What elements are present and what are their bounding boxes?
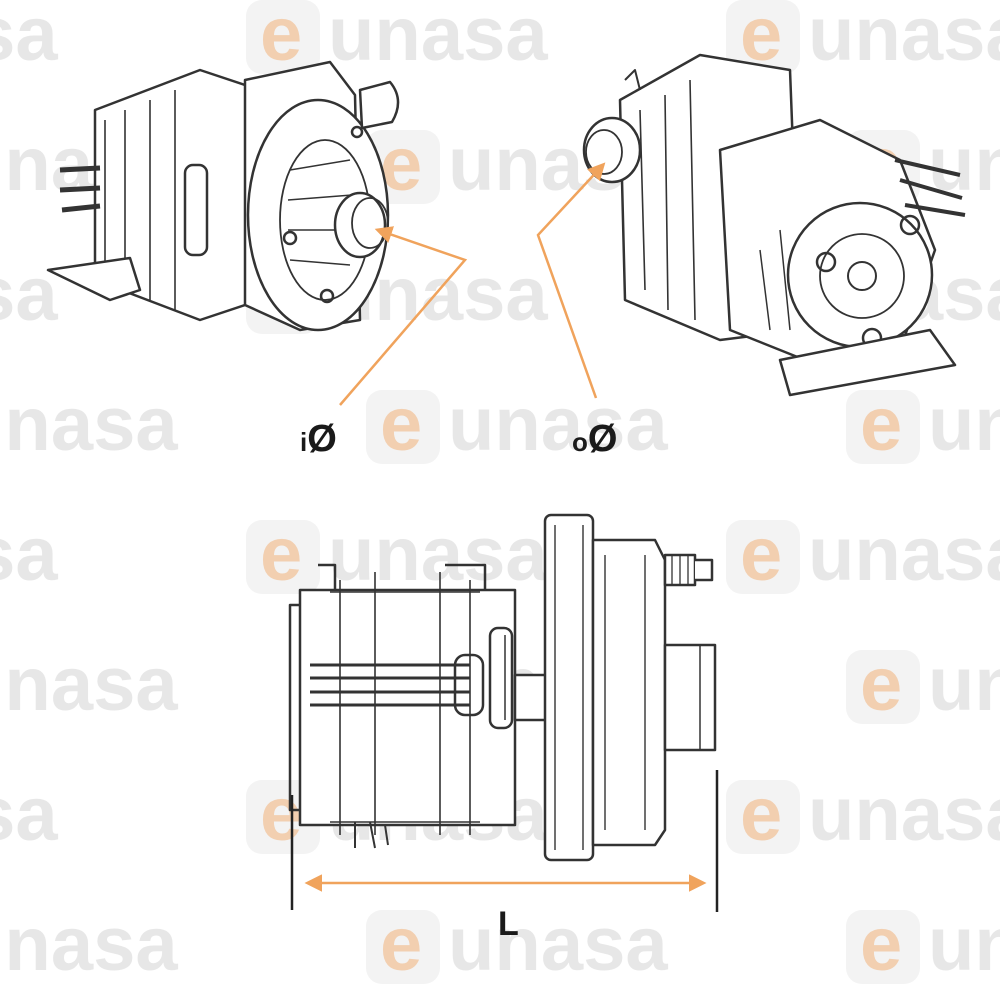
- svg-text:e: e: [860, 642, 902, 727]
- svg-text:e: e: [860, 382, 902, 467]
- svg-text:e: e: [260, 772, 302, 857]
- svg-text:e: e: [380, 382, 422, 467]
- svg-text:unasa: unasa: [808, 0, 1000, 77]
- svg-text:unasa: unasa: [0, 902, 178, 987]
- svg-text:unasa: unasa: [328, 512, 548, 597]
- svg-text:unasa: unasa: [928, 642, 1000, 727]
- callout-arrows: [339, 162, 606, 406]
- inlet-diameter-label: iØ: [300, 418, 337, 460]
- length-label: L: [498, 905, 519, 943]
- pump-inlet-view: [46, 60, 400, 332]
- svg-text:unasa: unasa: [328, 0, 548, 77]
- svg-text:unasa: unasa: [0, 642, 178, 727]
- svg-text:unasa: unasa: [0, 772, 58, 857]
- svg-text:e: e: [740, 512, 782, 597]
- svg-text:e: e: [260, 0, 302, 77]
- svg-text:unasa: unasa: [448, 382, 668, 467]
- svg-text:unasa: unasa: [928, 382, 1000, 467]
- svg-text:unasa: unasa: [808, 512, 1000, 597]
- svg-text:unasa: unasa: [0, 0, 58, 77]
- outlet-diameter-label: oØ: [572, 418, 618, 460]
- svg-text:e: e: [260, 512, 302, 597]
- svg-text:unasa: unasa: [928, 902, 1000, 987]
- outlet-callout: [536, 162, 606, 399]
- svg-text:e: e: [860, 902, 902, 987]
- svg-text:unasa: unasa: [0, 382, 178, 467]
- svg-text:unasa: unasa: [448, 902, 668, 987]
- svg-text:unasa: unasa: [0, 252, 58, 337]
- svg-text:e: e: [380, 902, 422, 987]
- svg-text:e: e: [740, 772, 782, 857]
- pump-side-view: [288, 513, 717, 862]
- svg-text:unasa: unasa: [0, 512, 58, 597]
- svg-text:unasa: unasa: [808, 772, 1000, 857]
- pump-outlet-view: [582, 53, 966, 397]
- inlet-callout: [339, 226, 468, 406]
- length-dimension: [290, 770, 719, 912]
